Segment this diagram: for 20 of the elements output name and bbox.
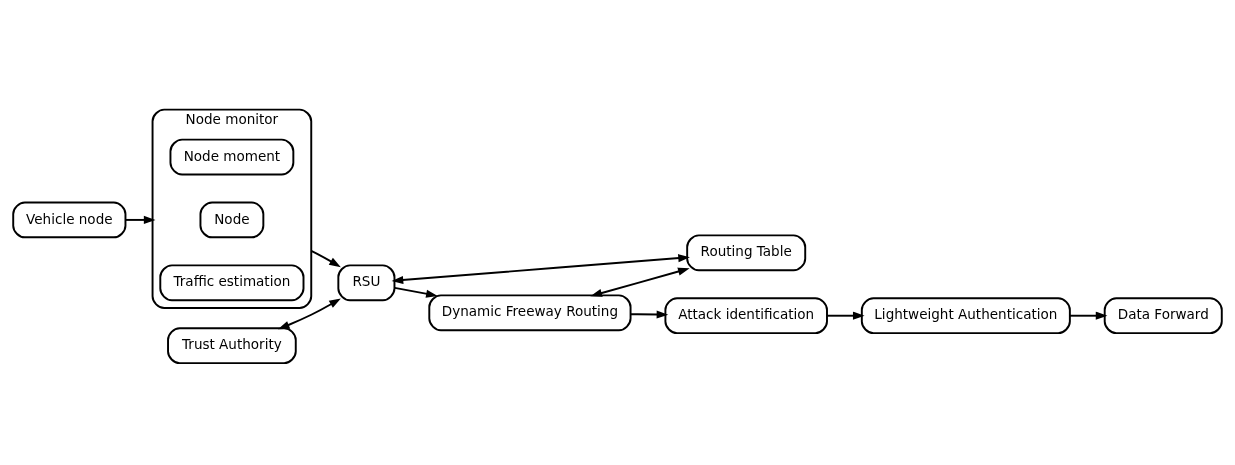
arrow <box>310 249 341 268</box>
node-box: Node <box>199 201 265 239</box>
arrow <box>391 254 690 285</box>
arrow <box>124 215 156 224</box>
node-box: Attack identification <box>664 297 828 335</box>
arrow <box>1069 311 1108 320</box>
arrow <box>826 311 865 320</box>
node-box: Data Forward <box>1103 297 1223 335</box>
node-box: Trust Authority <box>167 327 297 365</box>
node-box: Lightweight Authentication <box>860 297 1071 335</box>
arrow <box>277 298 341 330</box>
arrow <box>393 286 438 298</box>
node-box: Traffic estimation <box>159 264 305 302</box>
node-box: Routing Table <box>686 234 807 272</box>
arrow <box>629 310 669 319</box>
node-box: RSU <box>337 264 396 302</box>
node-box: Vehicle node <box>12 201 127 239</box>
node-box: Dynamic Freeway Routing <box>428 294 632 332</box>
node-box: Node moment <box>169 138 295 176</box>
arrow <box>590 267 690 297</box>
